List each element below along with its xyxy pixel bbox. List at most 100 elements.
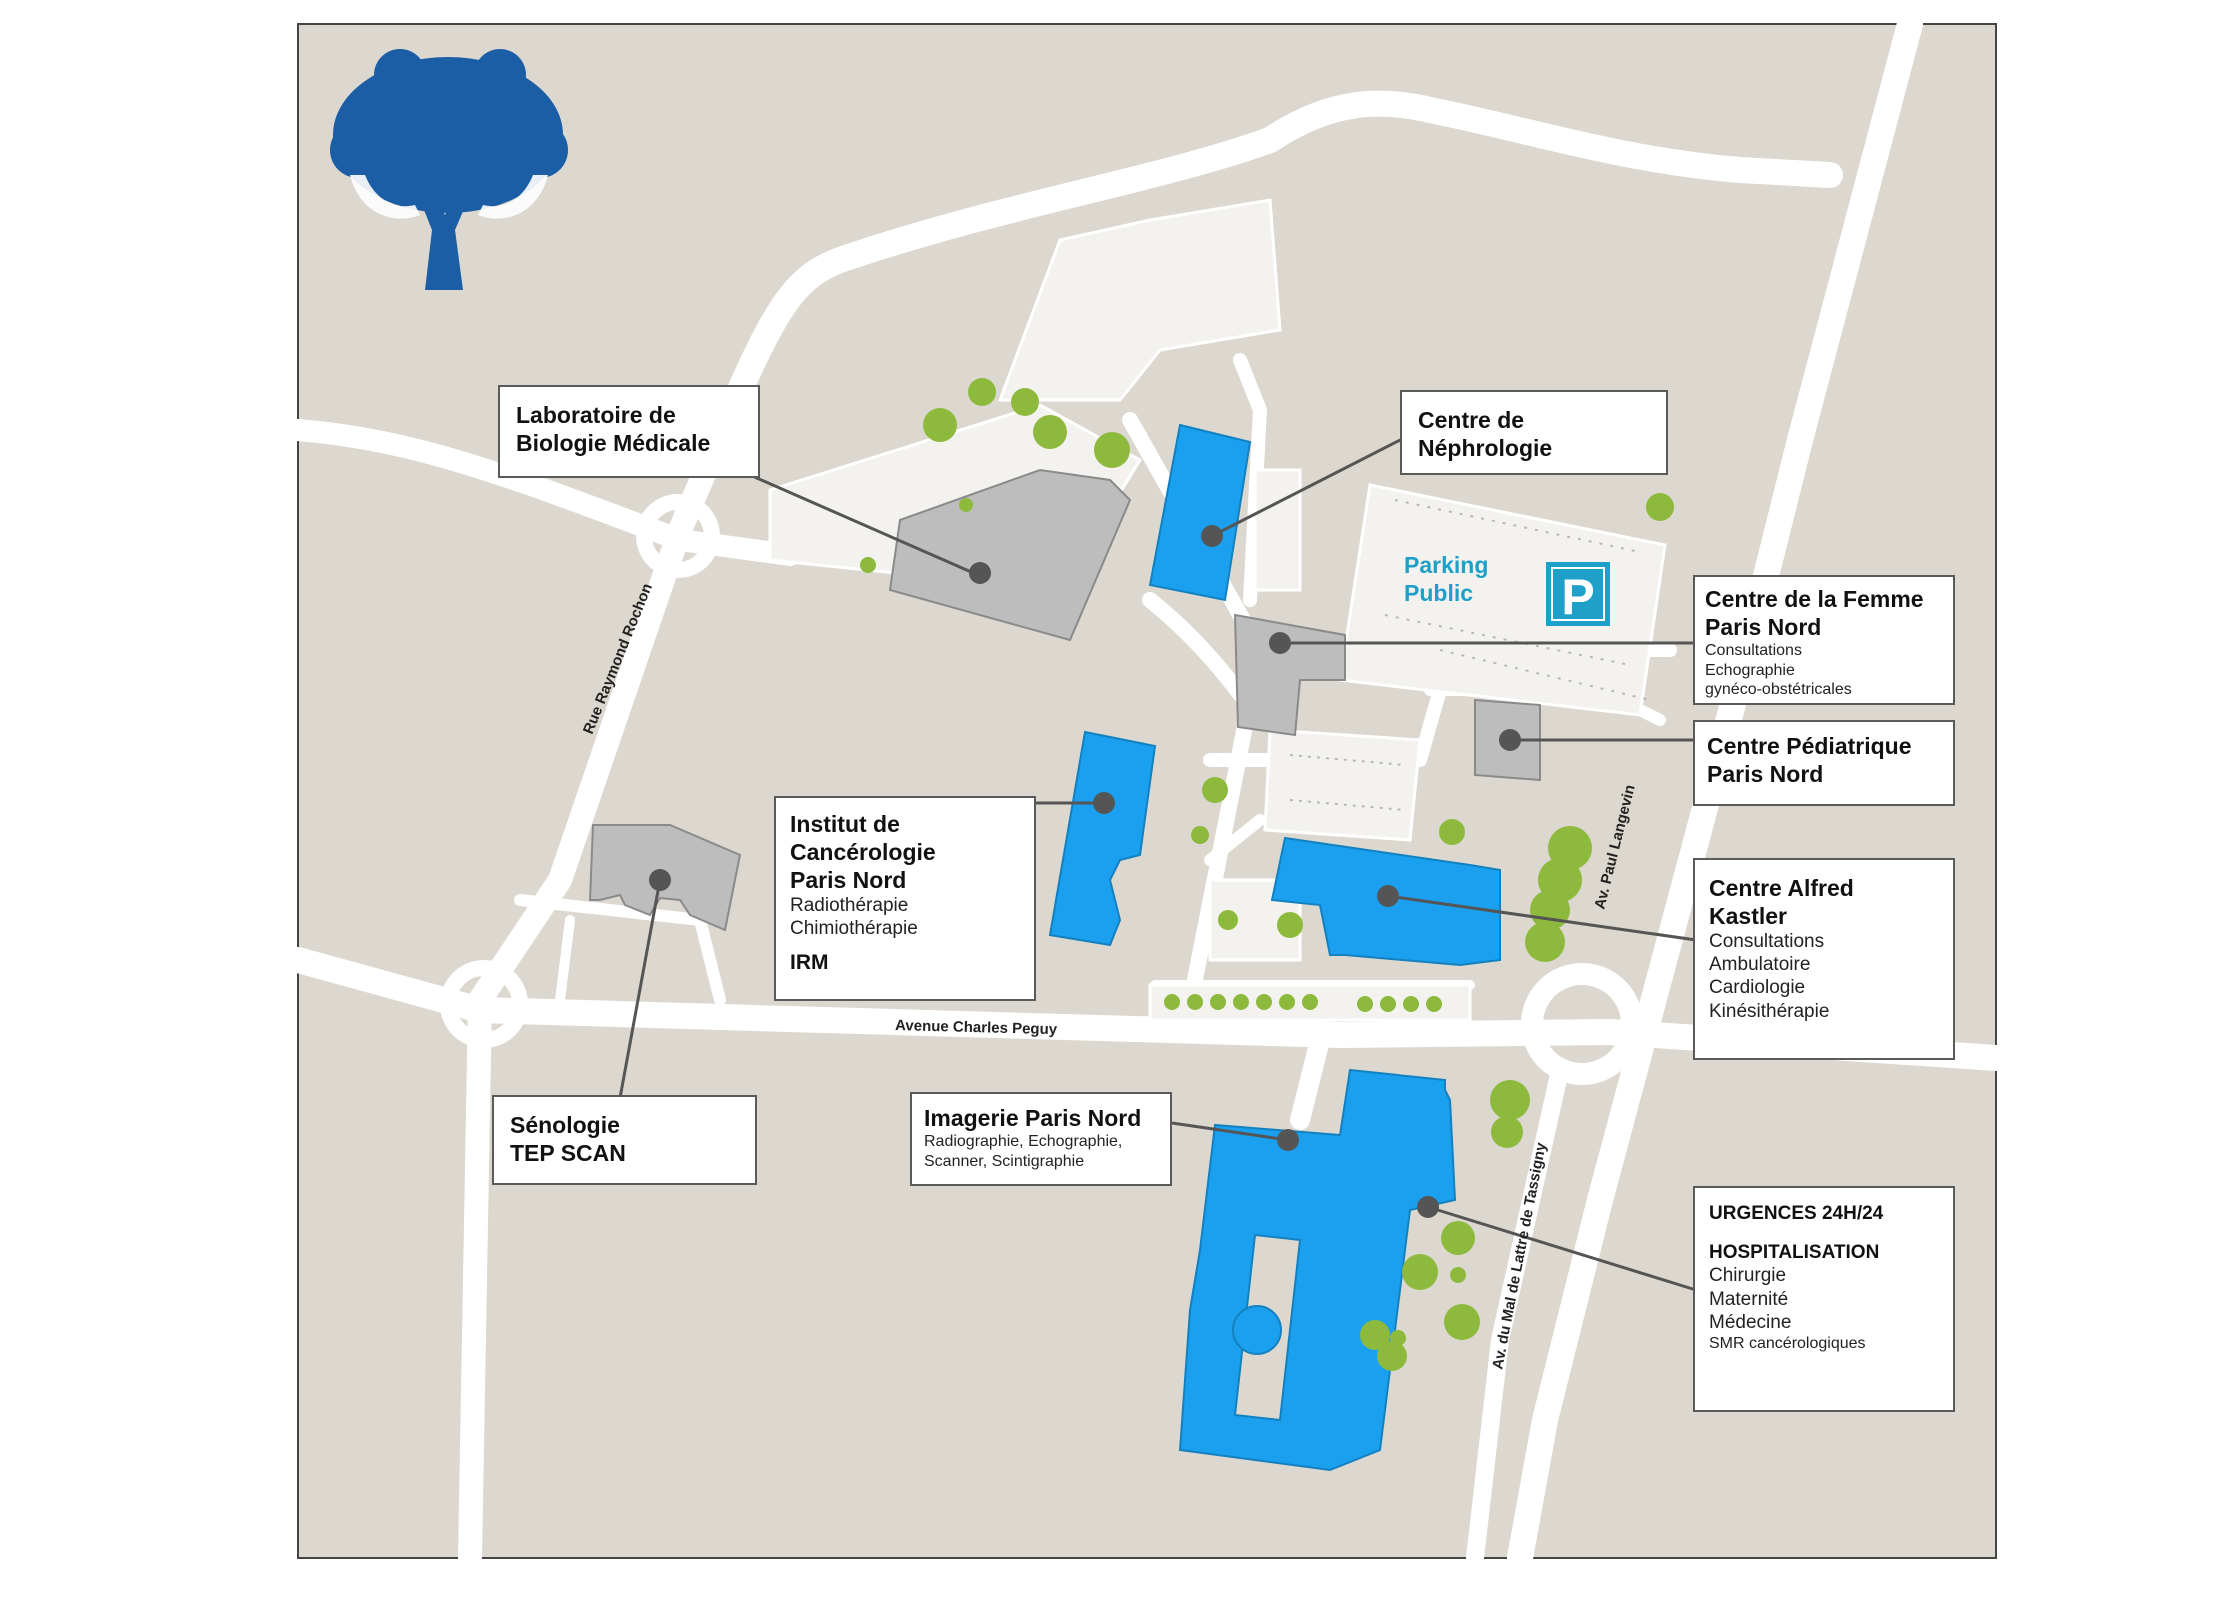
hospital-rotunda [1232,1305,1282,1355]
label-title: TEP SCAN [510,1140,626,1167]
tree [1302,994,1318,1010]
tree [1218,910,1238,930]
road-label-avenue-charles-peguy: Avenue Charles Peguy [895,1017,1058,1038]
tree [1402,1254,1438,1290]
label-title: Paris Nord [790,867,907,894]
tree [1256,994,1272,1010]
label-title: Sénologie [510,1112,620,1138]
leader-imagerie [1171,1121,1289,1142]
logo-trunk [418,190,470,290]
marker-laboratoire [969,562,991,584]
label-item: Chimiothérapie [790,918,918,940]
parking-sign-letter: P [1561,569,1594,625]
marker-femme [1269,632,1291,654]
label-cancerologie[interactable]: Institut de Cancérologie Paris Nord Radi… [774,796,1036,1001]
building-nephrologie [1148,423,1252,602]
roundabout-northwest [636,494,720,578]
label-title: Centre de la Femme [1705,586,1924,612]
building-laboratoire [888,468,1132,642]
label-item: Radiothérapie [790,895,909,917]
label-nephrologie[interactable]: Centre de Néphrologie [1400,390,1668,475]
roundabouts [440,494,1643,1085]
label-pediatrique[interactable]: Centre Pédiatrique Paris Nord [1693,720,1955,806]
leader-alfred [1387,894,1697,942]
tree [1403,996,1419,1012]
road-rue-raymond-rochon [458,378,752,1570]
label-item: Médecine [1709,1311,1792,1333]
label-item: Scanner, Scintigraphie [924,1152,1085,1170]
tree [1202,777,1228,803]
stripe-row-5 [1289,799,1406,811]
logo-canopy-lobe [330,122,386,178]
label-item: Consultations [1709,931,1825,953]
marker-pediatrique [1499,729,1521,751]
stripe-row-4 [1289,754,1406,766]
parking-line-2: Public [1404,579,1474,606]
tree [1233,994,1249,1010]
parking-nephro-side [1253,468,1302,592]
logo-canopy-lobe [512,122,568,178]
label-title: Cancérologie [790,839,936,866]
label-item: Echographie [1705,661,1795,679]
road-west-upper [287,419,801,566]
tree [1525,922,1565,962]
tree [1094,432,1130,468]
road-av-mal-lattre [1466,1061,1569,1567]
leader-laboratoire [749,473,979,577]
label-extra: IRM [790,951,829,975]
label-imagerie[interactable]: Imagerie Paris Nord Radiographie, Echogr… [910,1092,1172,1186]
tree [1011,388,1039,416]
label-title: Paris Nord [1705,614,1822,641]
label-item: Radiographie, Echographie, [924,1133,1123,1151]
label-urgences[interactable]: URGENCES 24H/24 HOSPITALISATION Chirurgi… [1693,1186,1955,1412]
logo-hand-right [478,175,548,219]
label-title: Centre de [1418,407,1525,433]
road-internal-7 [555,915,575,1005]
label-title: Institut de [790,811,900,837]
leader-lines [618,433,1697,1292]
parking-central [1263,728,1422,842]
label-item: Kinésithérapie [1709,1000,1830,1022]
leader-dots [649,525,1521,1218]
tree [1380,996,1396,1012]
label-title: Néphrologie [1418,435,1553,462]
building-femme [1233,613,1346,737]
tree [1357,996,1373,1012]
leader-urgences [1427,1205,1697,1292]
label-title: Imagerie Paris Nord [924,1105,1142,1131]
tree [923,408,957,442]
tree [1491,1116,1523,1148]
tree [1646,493,1674,521]
parking-public [1338,483,1667,717]
road-internal-5 [1204,814,1266,866]
label-senologie[interactable]: Sénologie TEP SCAN [492,1095,757,1185]
label-item: Maternité [1709,1288,1789,1310]
marker-cancerologie [1093,792,1115,814]
leader-nephrologie [1209,433,1411,539]
stripe-row-3 [1439,649,1651,701]
tree [1277,912,1303,938]
tree [1187,994,1203,1010]
label-laboratoire[interactable]: Laboratoire de Biologie Médicale [498,385,760,478]
label-femme[interactable]: Centre de la Femme Paris Nord Consultati… [1693,575,1955,705]
tree [1210,994,1226,1010]
tree [1360,1320,1390,1350]
tree [1164,994,1180,1010]
parking-line-1: Parking [1404,552,1489,578]
label-title: Centre Pédiatrique [1707,733,1912,759]
trees [860,378,1674,1371]
label-item: Chirurgie [1709,1265,1787,1287]
roundabout-east [1521,963,1643,1085]
label-alfred-kastler[interactable]: Centre Alfred Kastler Consultations Ambu… [1693,858,1955,1060]
logo-hand-left [350,175,420,219]
tree [959,498,973,512]
parking-sign-icon [1546,562,1610,626]
label-title: Kastler [1709,903,1787,930]
roundabout-west [440,960,528,1048]
tree-hands-logo-icon [330,49,568,290]
label-item: Consultations [1705,642,1802,660]
tree [1441,1221,1475,1255]
marker-imagerie [1277,1129,1299,1151]
tree [1279,994,1295,1010]
label-title: Laboratoire de [516,402,676,428]
